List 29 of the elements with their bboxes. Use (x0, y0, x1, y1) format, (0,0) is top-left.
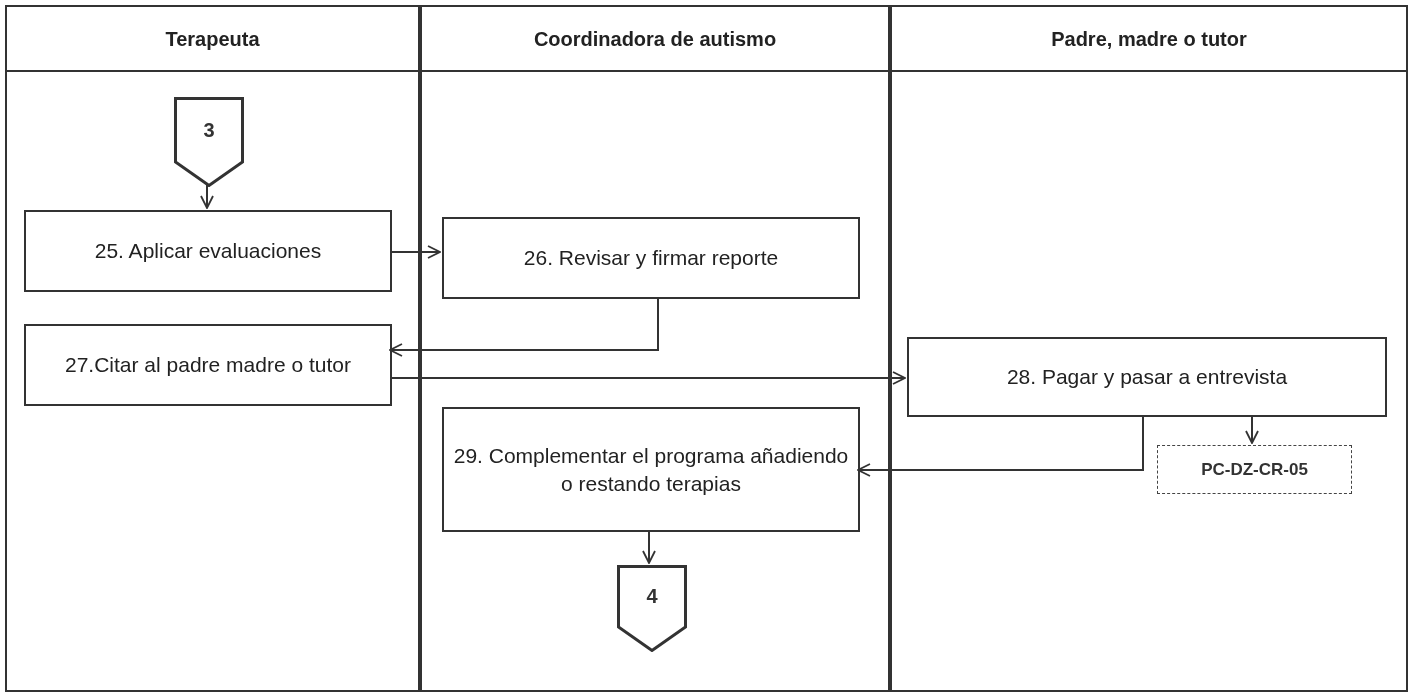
arrow (200, 184, 214, 209)
step-text: 28. Pagar y pasar a entrevista (1006, 364, 1288, 390)
step-text: 27.Citar al padre madre o tutor (65, 352, 351, 378)
process-box (907, 337, 1387, 417)
process-box (442, 217, 860, 299)
connector-number: 4 (646, 584, 658, 609)
document-reference-box (1157, 445, 1352, 494)
swimlane (420, 5, 890, 692)
lane-header: Terapeuta (165, 26, 260, 52)
arrow (389, 245, 441, 259)
arrow (1245, 414, 1259, 444)
lane-header: Coordinadora de autismo (533, 26, 777, 52)
swimlane (890, 5, 1408, 692)
step-text: 26. Revisar y firmar reporte (523, 245, 779, 271)
connector-number: 3 (203, 117, 215, 143)
arrow (389, 296, 659, 357)
step-text: 25. Aplicar evaluaciones (94, 238, 322, 264)
process-box (24, 324, 392, 406)
arrow (642, 529, 656, 564)
step-text: 29. Complementar el programa añadiendo o restando terapias (452, 442, 850, 497)
document-code: PC-DZ-CR-05 (1201, 458, 1308, 481)
process-box (442, 407, 860, 532)
arrow (389, 371, 906, 385)
arrow (857, 414, 1144, 477)
swimlane (5, 5, 420, 692)
lane-header: Padre, madre o tutor (1051, 26, 1247, 52)
off-page-connector (617, 565, 687, 652)
off-page-connector (174, 97, 244, 187)
process-box (24, 210, 392, 292)
